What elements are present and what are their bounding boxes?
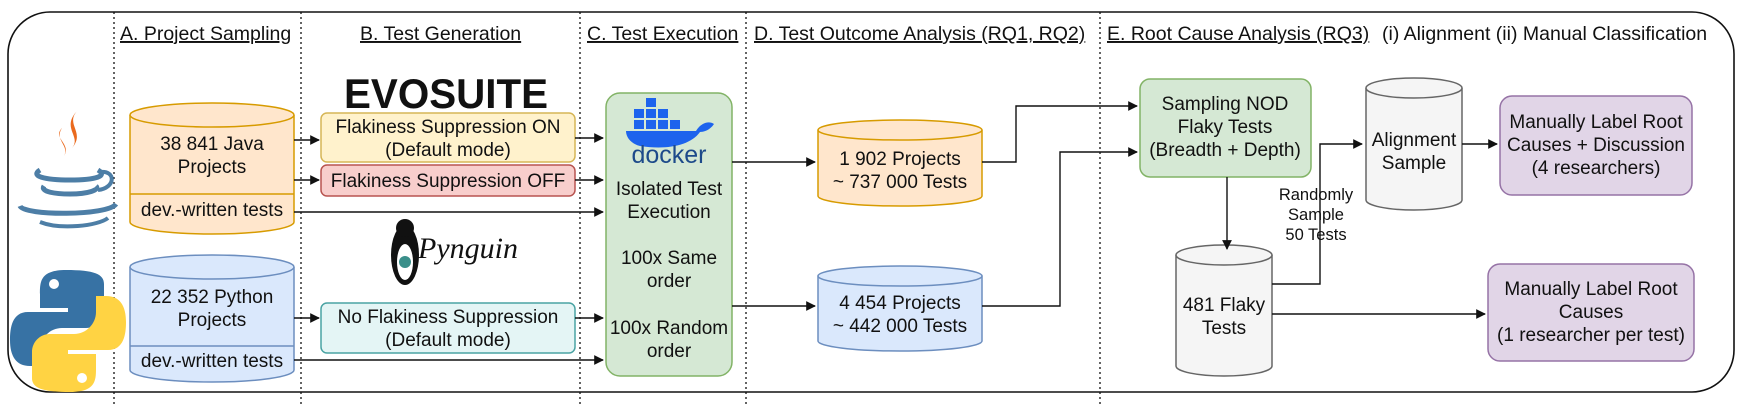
random-sample-line3: 50 Tests <box>1285 226 1346 244</box>
random-order-line1: 100x Random <box>610 318 728 339</box>
pynguin-logo: Pynguin <box>391 219 518 285</box>
random-order-line2: order <box>647 341 692 362</box>
no-supp-label-line2: (Default mode) <box>385 330 511 351</box>
flow-arrows <box>294 101 1498 365</box>
python-projects-label-line2: Projects <box>178 310 247 331</box>
java-projects-database: 38 841 Java Projects dev.-written tests <box>129 102 295 235</box>
header-test-execution: C. Test Execution <box>587 23 738 45</box>
python-projects-label-line1: 22 352 Python <box>151 287 274 308</box>
flakiness-suppression-on-box: Flakiness Suppression ON (Default mode) <box>320 112 576 163</box>
java-outcome-line1: 1 902 Projects <box>839 149 960 170</box>
python-logo-icon <box>10 270 126 392</box>
python-outcome-line1: 4 454 Projects <box>839 293 960 314</box>
manual-single-line2: Causes <box>1559 302 1623 323</box>
no-flakiness-suppression-box: No Flakiness Suppression (Default mode) <box>320 302 576 354</box>
manual-discussion-line3: (4 researchers) <box>1532 158 1661 179</box>
same-order-line2: order <box>647 271 692 292</box>
python-outcome-line2: ~ 442 000 Tests <box>833 316 967 337</box>
evosuite-wordmark: EVOSUITE <box>344 70 548 117</box>
no-supp-label-line1: No Flakiness Suppression <box>338 307 559 328</box>
flakiness-suppression-off-box: Flakiness Suppression OFF <box>320 164 576 197</box>
section-dividers <box>113 12 1101 406</box>
manual-label-discussion-box: Manually Label Root Causes + Discussion … <box>1499 95 1693 196</box>
java-dev-tests-label: dev.-written tests <box>141 200 283 221</box>
flaky-tests-database: 481 Flaky Tests <box>1175 244 1273 377</box>
random-sample-line1: Randomly <box>1279 186 1354 204</box>
random-sample-line2: Sample <box>1288 206 1344 224</box>
java-projects-label-line2: Projects <box>178 157 247 178</box>
java-projects-label-line1: 38 841 Java <box>160 134 264 155</box>
isolated-execution-line2: Execution <box>627 202 710 223</box>
alignment-line1: Alignment <box>1372 130 1457 151</box>
flaky-line2: Tests <box>1202 318 1246 339</box>
manual-single-line1: Manually Label Root <box>1504 279 1678 300</box>
header-root-cause-subtitle: (i) Alignment (ii) Manual Classification <box>1382 23 1707 45</box>
java-outcome-line2: ~ 737 000 Tests <box>833 172 967 193</box>
manual-label-single-box: Manually Label Root Causes (1 researcher… <box>1487 263 1695 362</box>
manual-discussion-line2: Causes + Discussion <box>1507 135 1685 156</box>
same-order-line1: 100x Same <box>621 248 717 269</box>
supp-off-label: Flakiness Suppression OFF <box>331 171 565 192</box>
alignment-sample-database: Alignment Sample <box>1365 77 1463 211</box>
docker-logo-icon <box>626 98 714 148</box>
python-projects-database: 22 352 Python Projects dev.-written test… <box>129 254 295 383</box>
header-test-generation: B. Test Generation <box>360 23 521 45</box>
manual-single-line3: (1 researcher per test) <box>1497 325 1685 346</box>
alignment-line2: Sample <box>1382 153 1446 174</box>
python-dev-tests-label: dev.-written tests <box>141 351 283 372</box>
java-outcome-database: 1 902 Projects ~ 737 000 Tests <box>817 119 983 207</box>
sampling-nod-box: Sampling NOD Flaky Tests (Breadth + Dept… <box>1139 78 1312 178</box>
evosuite-logo: EVOSUITE <box>344 70 548 117</box>
header-test-outcome: D. Test Outcome Analysis (RQ1, RQ2) <box>754 23 1085 45</box>
sampling-line2: Flaky Tests <box>1178 117 1273 138</box>
manual-discussion-line1: Manually Label Root <box>1509 112 1683 133</box>
test-execution-box: docker Isolated Test Execution 100x Same… <box>605 92 733 377</box>
isolated-execution-line1: Isolated Test <box>616 179 723 200</box>
supp-on-label-line2: (Default mode) <box>385 140 511 161</box>
pynguin-wordmark: Pynguin <box>417 232 518 265</box>
java-logo-icon <box>17 110 119 229</box>
sampling-line1: Sampling NOD <box>1162 94 1289 115</box>
random-sample-label: Randomly Sample 50 Tests <box>1279 186 1354 244</box>
header-project-sampling: A. Project Sampling <box>120 23 291 45</box>
docker-wordmark: docker <box>631 141 706 169</box>
flaky-line1: 481 Flaky <box>1183 295 1266 316</box>
supp-on-label-line1: Flakiness Suppression ON <box>336 117 561 138</box>
header-root-cause: E. Root Cause Analysis (RQ3) <box>1107 23 1369 45</box>
python-outcome-database: 4 454 Projects ~ 442 000 Tests <box>817 265 983 352</box>
sampling-line3: (Breadth + Depth) <box>1149 140 1301 161</box>
